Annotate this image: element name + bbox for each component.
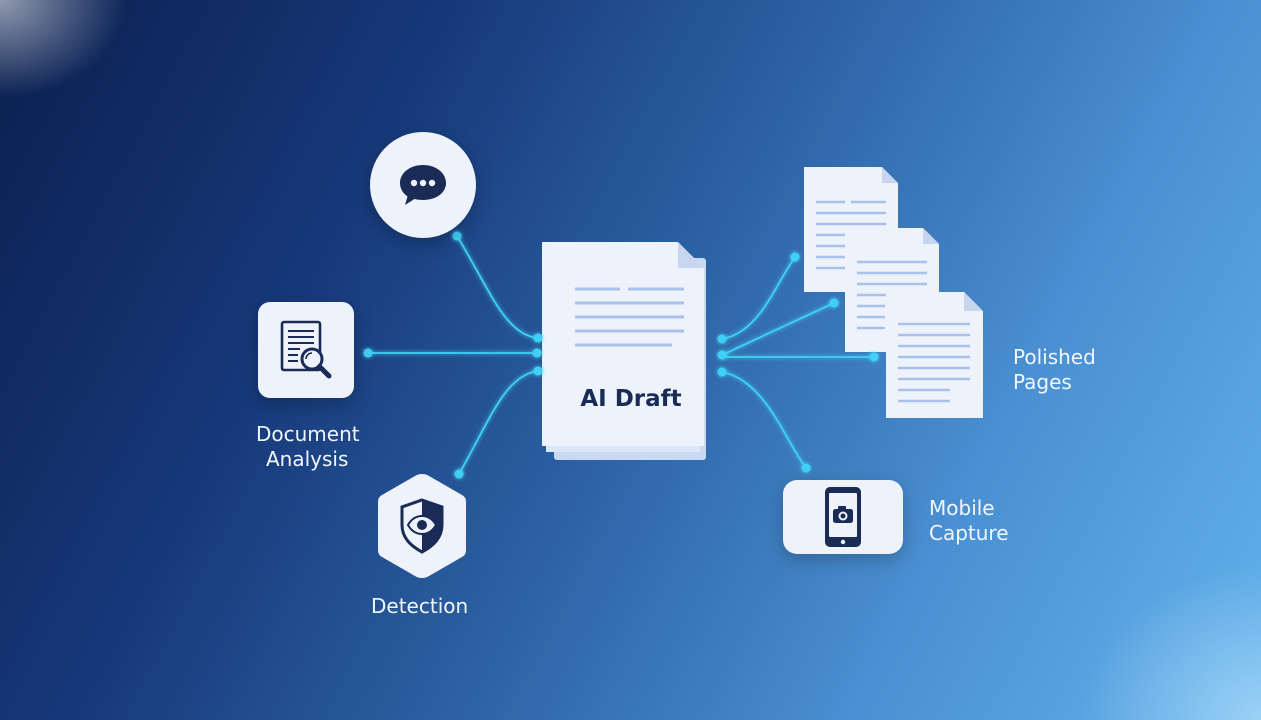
connector-page-1 bbox=[721, 256, 796, 340]
polished-pages-stack bbox=[804, 167, 983, 418]
mobile-capture-label-line-2: Capture bbox=[929, 521, 1009, 545]
detection-hexagon bbox=[378, 474, 466, 578]
detection-label: Detection bbox=[371, 594, 469, 618]
doc-text-lines bbox=[575, 287, 684, 347]
connector-page-2 bbox=[721, 302, 835, 356]
document-analysis-label-line-1: Document bbox=[256, 422, 360, 446]
document-analysis-label: Document Analysis bbox=[256, 422, 360, 472]
document-analysis-node bbox=[258, 302, 354, 398]
connector-detection bbox=[458, 370, 539, 475]
mobile-capture-label-line-1: Mobile bbox=[929, 496, 995, 520]
page-3 bbox=[886, 292, 983, 418]
polished-pages-label-line-1: Polished bbox=[1013, 345, 1096, 369]
connector-lines bbox=[368, 235, 874, 475]
chat-node bbox=[370, 132, 476, 238]
shield-eye-icon bbox=[400, 498, 444, 554]
document-analysis-label-line-2: Analysis bbox=[266, 447, 349, 471]
polished-pages-label-line-2: Pages bbox=[1013, 370, 1072, 394]
connector-chat bbox=[456, 235, 539, 339]
mobile-capture-label: Mobile Capture bbox=[929, 496, 1009, 546]
chat-bubble-icon bbox=[400, 165, 446, 205]
center-document-stack bbox=[542, 242, 706, 460]
phone-camera-icon bbox=[825, 487, 861, 547]
polished-pages-label: Polished Pages bbox=[1013, 345, 1096, 395]
doc-corner-fold bbox=[678, 242, 704, 268]
connector-mobile-capture bbox=[721, 371, 807, 469]
ai-draft-label: AI Draft bbox=[580, 386, 682, 412]
document-search-icon bbox=[280, 320, 332, 379]
connector-dots bbox=[363, 231, 879, 479]
mobile-capture-node bbox=[783, 480, 903, 554]
detection-node bbox=[374, 470, 470, 582]
